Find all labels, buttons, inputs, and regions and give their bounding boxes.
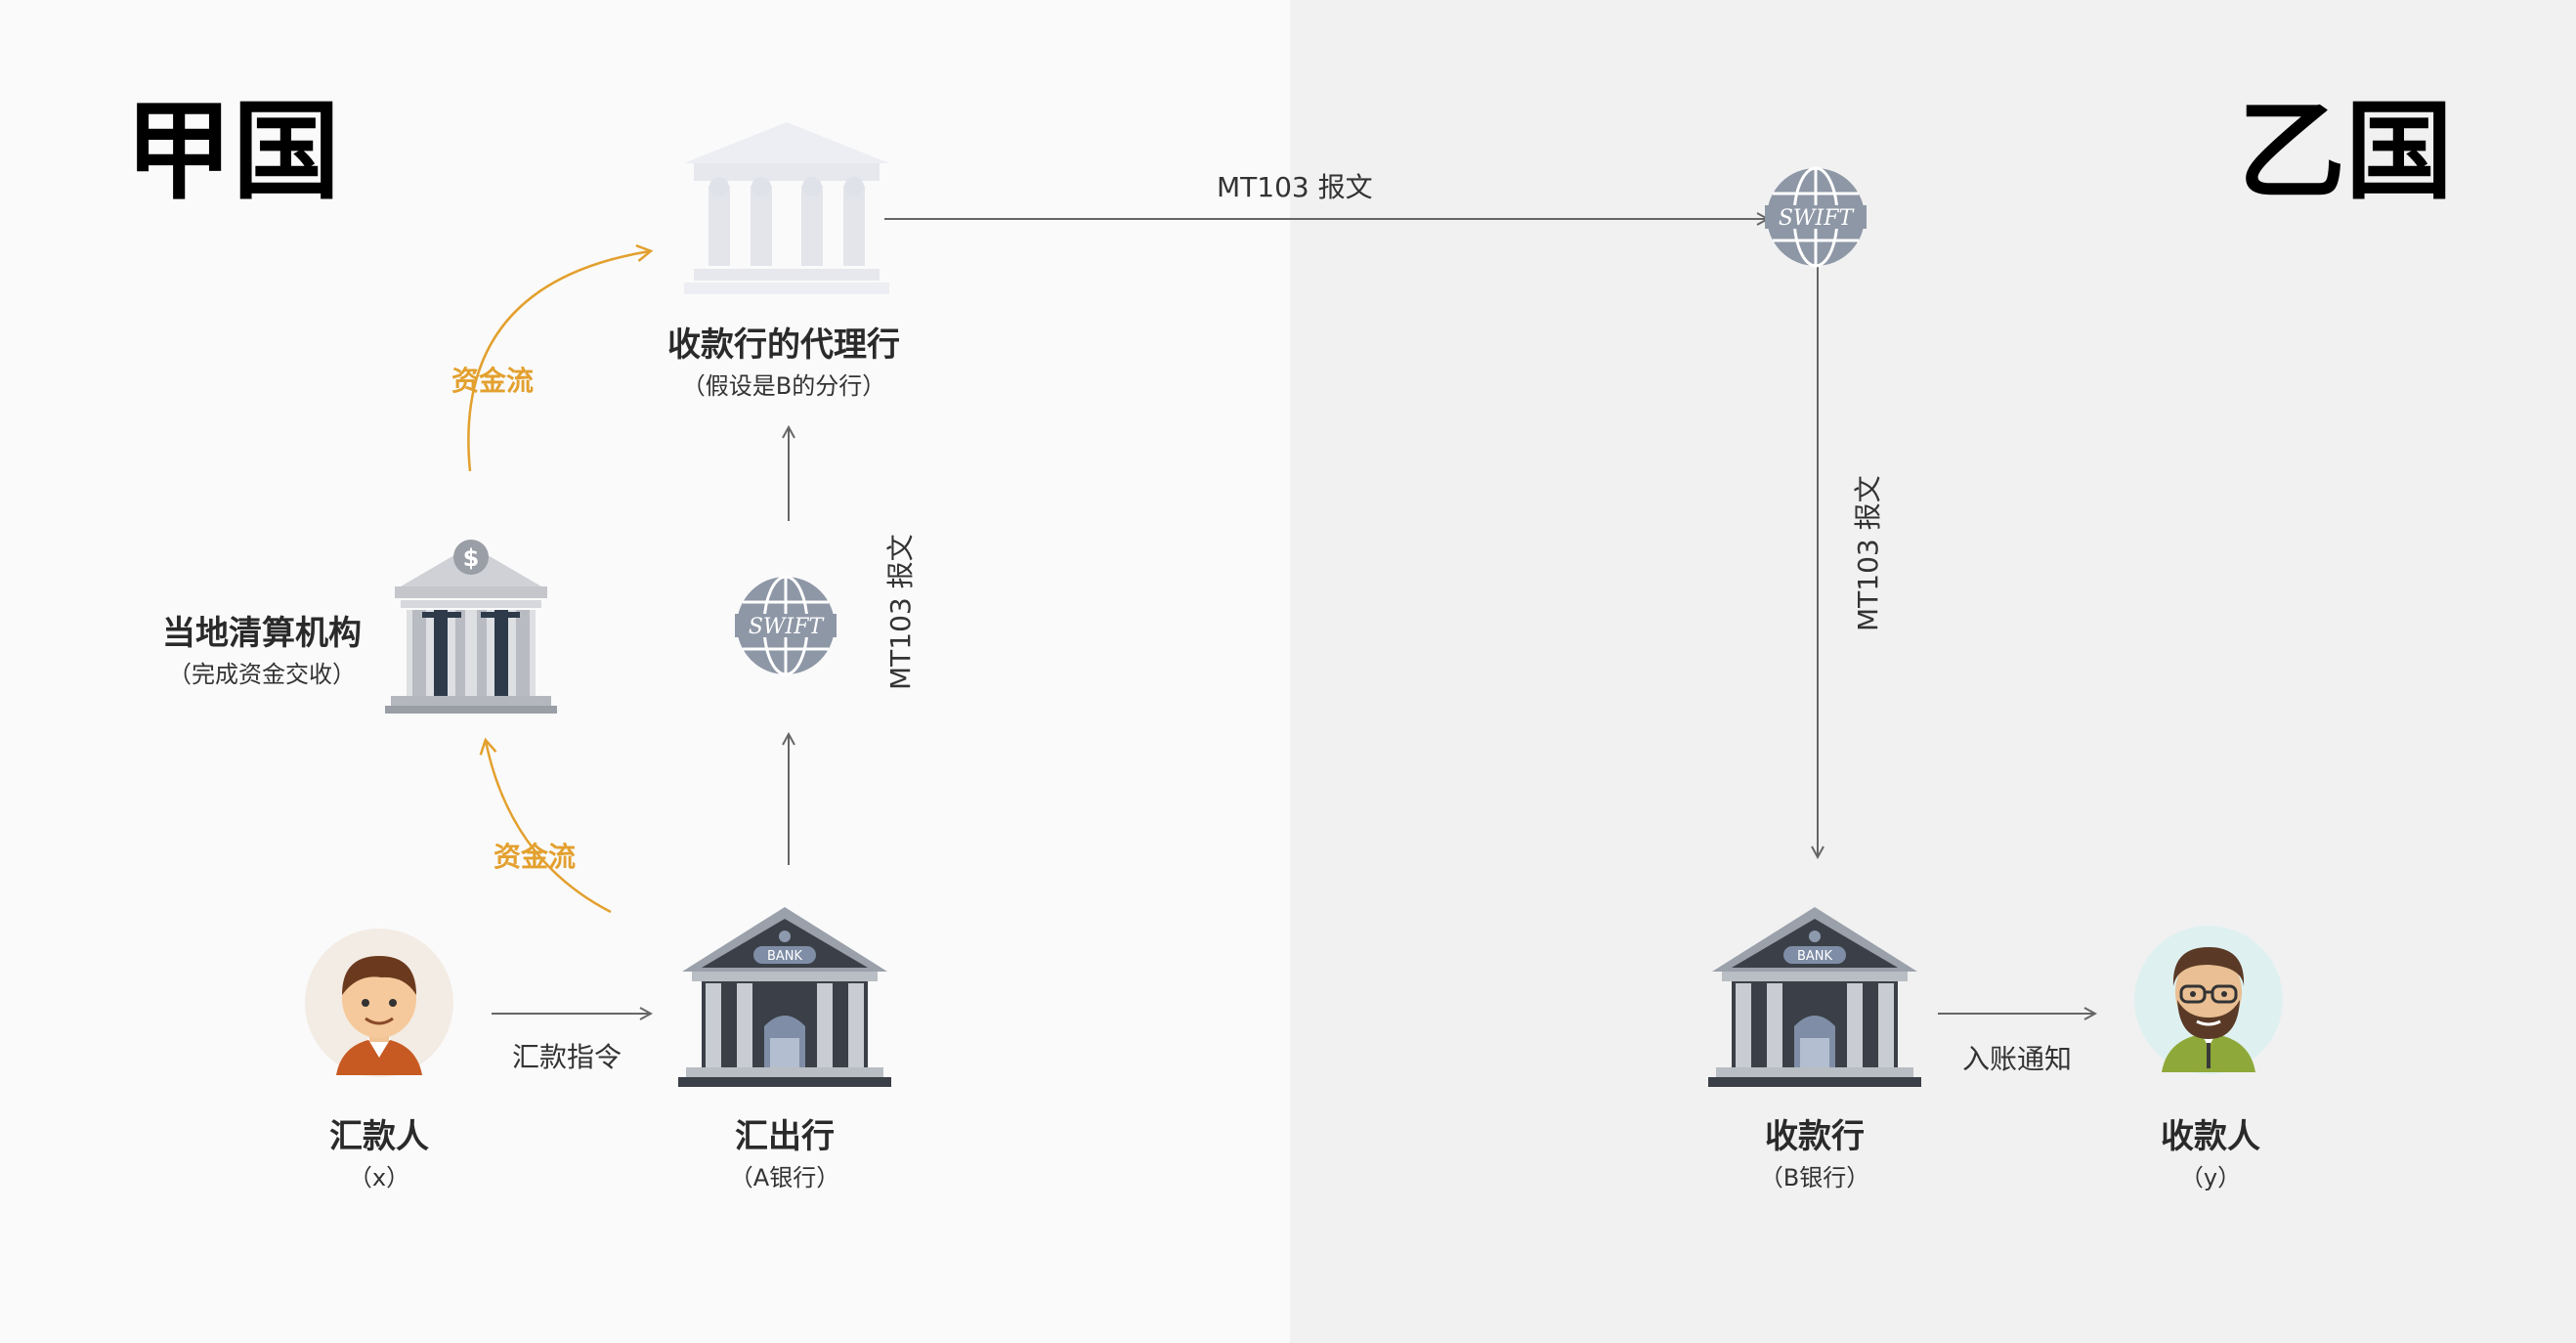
swift-globe-icon: SWIFT: [1765, 166, 1867, 268]
dollar-sign: $: [463, 544, 480, 572]
fund-flow-bottom-label: 资金流: [494, 841, 577, 873]
remit-bank-icon: BANK: [678, 907, 891, 1087]
receive-bank-subtitle: （B银行）: [1759, 1164, 1870, 1191]
payee-title: 收款人: [2161, 1117, 2260, 1156]
remitter-avatar-icon: [305, 929, 453, 1077]
swift-globe-icon: SWIFT: [735, 575, 837, 676]
correspondent-bank-subtitle: （假设是B的分行）: [681, 372, 886, 400]
swift-text: SWIFT: [1779, 206, 1856, 231]
credit-notice-label: 入账通知: [1962, 1043, 2073, 1075]
mt103-right-label: MT103 报文: [1852, 475, 1884, 631]
fund-flow-top-label: 资金流: [451, 365, 535, 397]
remit-instruction-label: 汇款指令: [512, 1041, 623, 1073]
country-b-label: 乙国: [2238, 89, 2453, 214]
mt103-left-label: MT103 报文: [884, 534, 917, 690]
remit-bank-title: 汇出行: [735, 1117, 835, 1156]
payee-subtitle: （y）: [2179, 1164, 2242, 1191]
remitter-subtitle: （x）: [348, 1164, 410, 1191]
bank-sign-text: BANK: [767, 949, 803, 964]
swift-text: SWIFT: [749, 615, 826, 639]
fund-flow-curve-top: [467, 251, 650, 472]
receive-bank-title: 收款行: [1765, 1117, 1865, 1156]
remitter-title: 汇款人: [329, 1117, 429, 1156]
country-a-label: 甲国: [125, 89, 340, 214]
correspondent-bank-icon: [684, 122, 889, 294]
correspondent-bank-title: 收款行的代理行: [667, 325, 900, 365]
remit-bank-subtitle: （A银行）: [729, 1164, 840, 1191]
receive-bank-icon: BANK: [1708, 907, 1921, 1087]
clearing-house-subtitle: （完成资金交收）: [168, 661, 356, 688]
country-a-region: [0, 0, 1290, 1343]
clearing-house-title: 当地清算机构: [162, 614, 362, 653]
payee-avatar-icon: [2134, 926, 2283, 1074]
bank-sign-text: BANK: [1797, 949, 1833, 964]
fund-flow-curve-bottom: [486, 741, 612, 914]
clearing-house-icon: $: [385, 540, 557, 714]
mt103-top-label: MT103 报文: [1217, 171, 1373, 203]
country-b-region: [1290, 0, 2576, 1343]
